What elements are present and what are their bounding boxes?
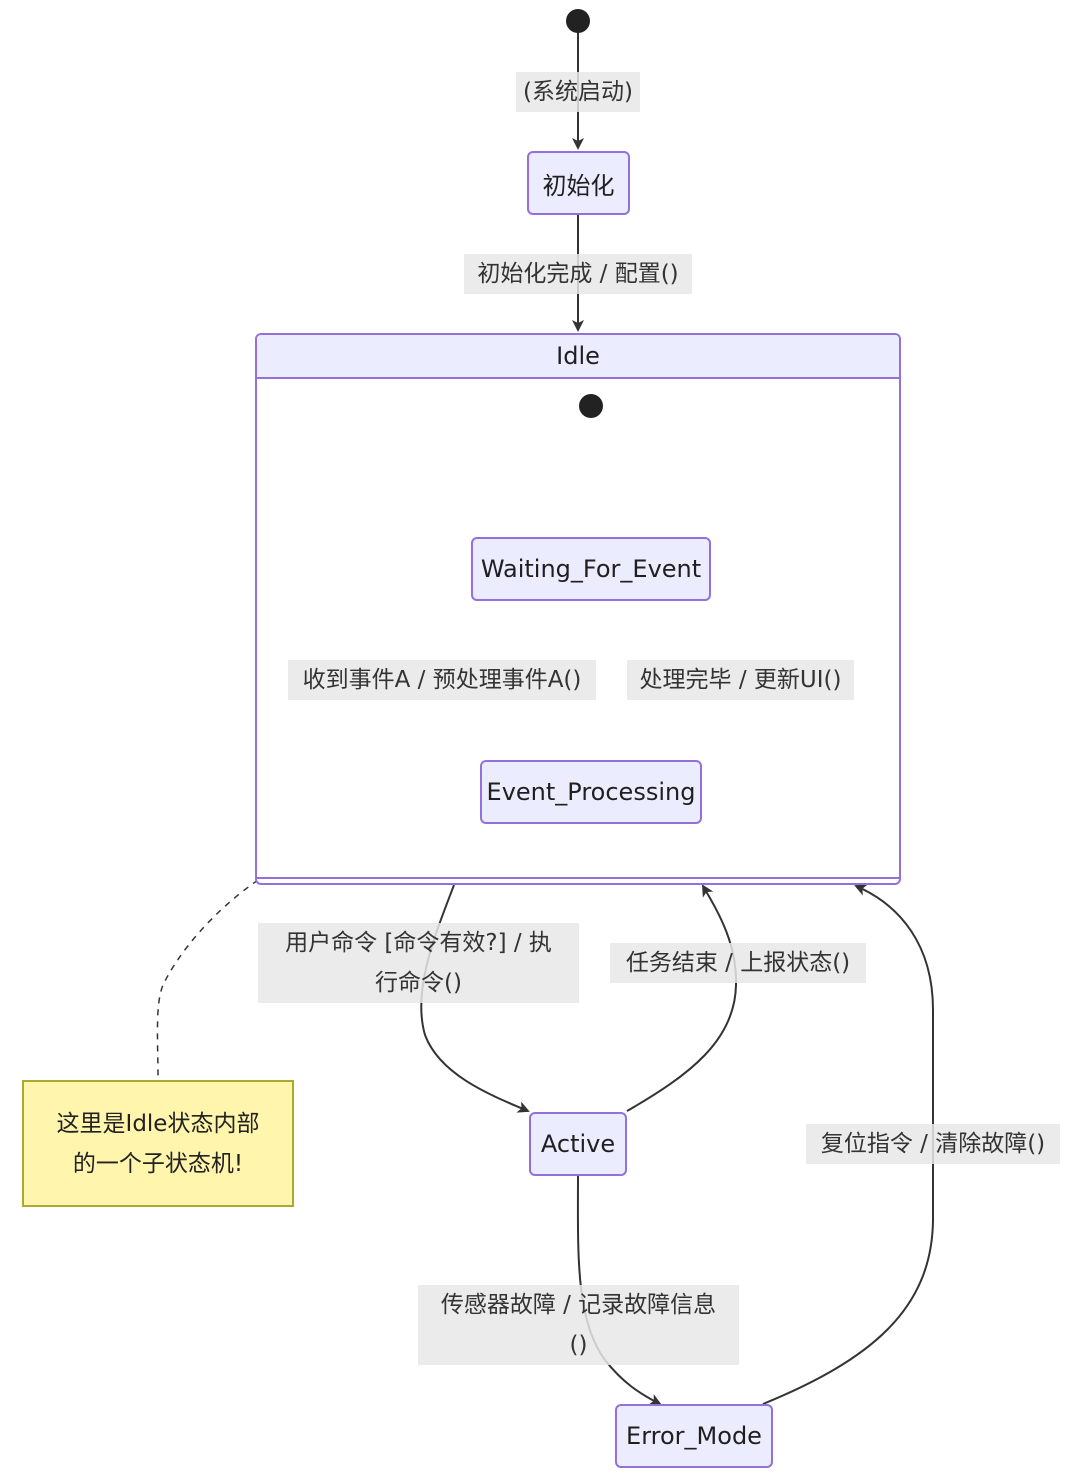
label-reset: 复位指令 / 清除故障() <box>806 1124 1060 1164</box>
label-processed: 处理完毕 / 更新UI() <box>627 660 854 700</box>
label-sensor-fault-line2: () <box>569 1332 588 1358</box>
state-active[interactable]: Active <box>529 1112 627 1176</box>
state-waiting-for-event[interactable]: Waiting_For_Event <box>471 537 711 601</box>
label-task-end: 任务结束 / 上报状态() <box>610 943 866 983</box>
label-user-command-line2: 行命令() <box>375 970 462 996</box>
state-init-label: 初始化 <box>542 171 615 200</box>
state-waiting-label: Waiting_For_Event <box>480 555 702 583</box>
start-dot <box>566 9 590 33</box>
edge-active-to-idle <box>626 884 738 1112</box>
note-line1: 这里是Idle状态内部 <box>56 1110 260 1137</box>
note-link <box>156 879 259 1081</box>
state-event-processing[interactable]: Event_Processing <box>480 760 702 824</box>
state-init[interactable]: 初始化 <box>527 151 630 215</box>
label-user-command: 用户命令 [命令有效?] / 执 行命令() <box>258 923 579 1003</box>
state-idle-header: Idle <box>257 335 899 379</box>
label-sensor-fault: 传感器故障 / 记录故障信息 () <box>418 1285 739 1365</box>
inner-start-dot <box>579 394 603 418</box>
label-user-command-line1: 用户命令 [命令有效?] / 执 <box>285 930 552 956</box>
state-idle-footer-divider <box>257 877 899 879</box>
note-idle-substate: 这里是Idle状态内部 的一个子状态机! <box>22 1080 294 1207</box>
state-error-mode[interactable]: Error_Mode <box>615 1404 773 1468</box>
label-start: (系统启动) <box>516 72 640 112</box>
edge-error-to-idle <box>762 884 934 1405</box>
label-init-done: 初始化完成 / 配置() <box>464 254 692 294</box>
state-idle-label: Idle <box>556 342 600 370</box>
label-event-a: 收到事件A / 预处理事件A() <box>288 660 596 700</box>
state-processing-label: Event_Processing <box>486 778 696 806</box>
label-sensor-fault-line1: 传感器故障 / 记录故障信息 <box>440 1292 717 1318</box>
note-line2: 的一个子状态机! <box>72 1150 244 1177</box>
state-error-label: Error_Mode <box>626 1422 762 1450</box>
state-active-label: Active <box>540 1130 616 1158</box>
